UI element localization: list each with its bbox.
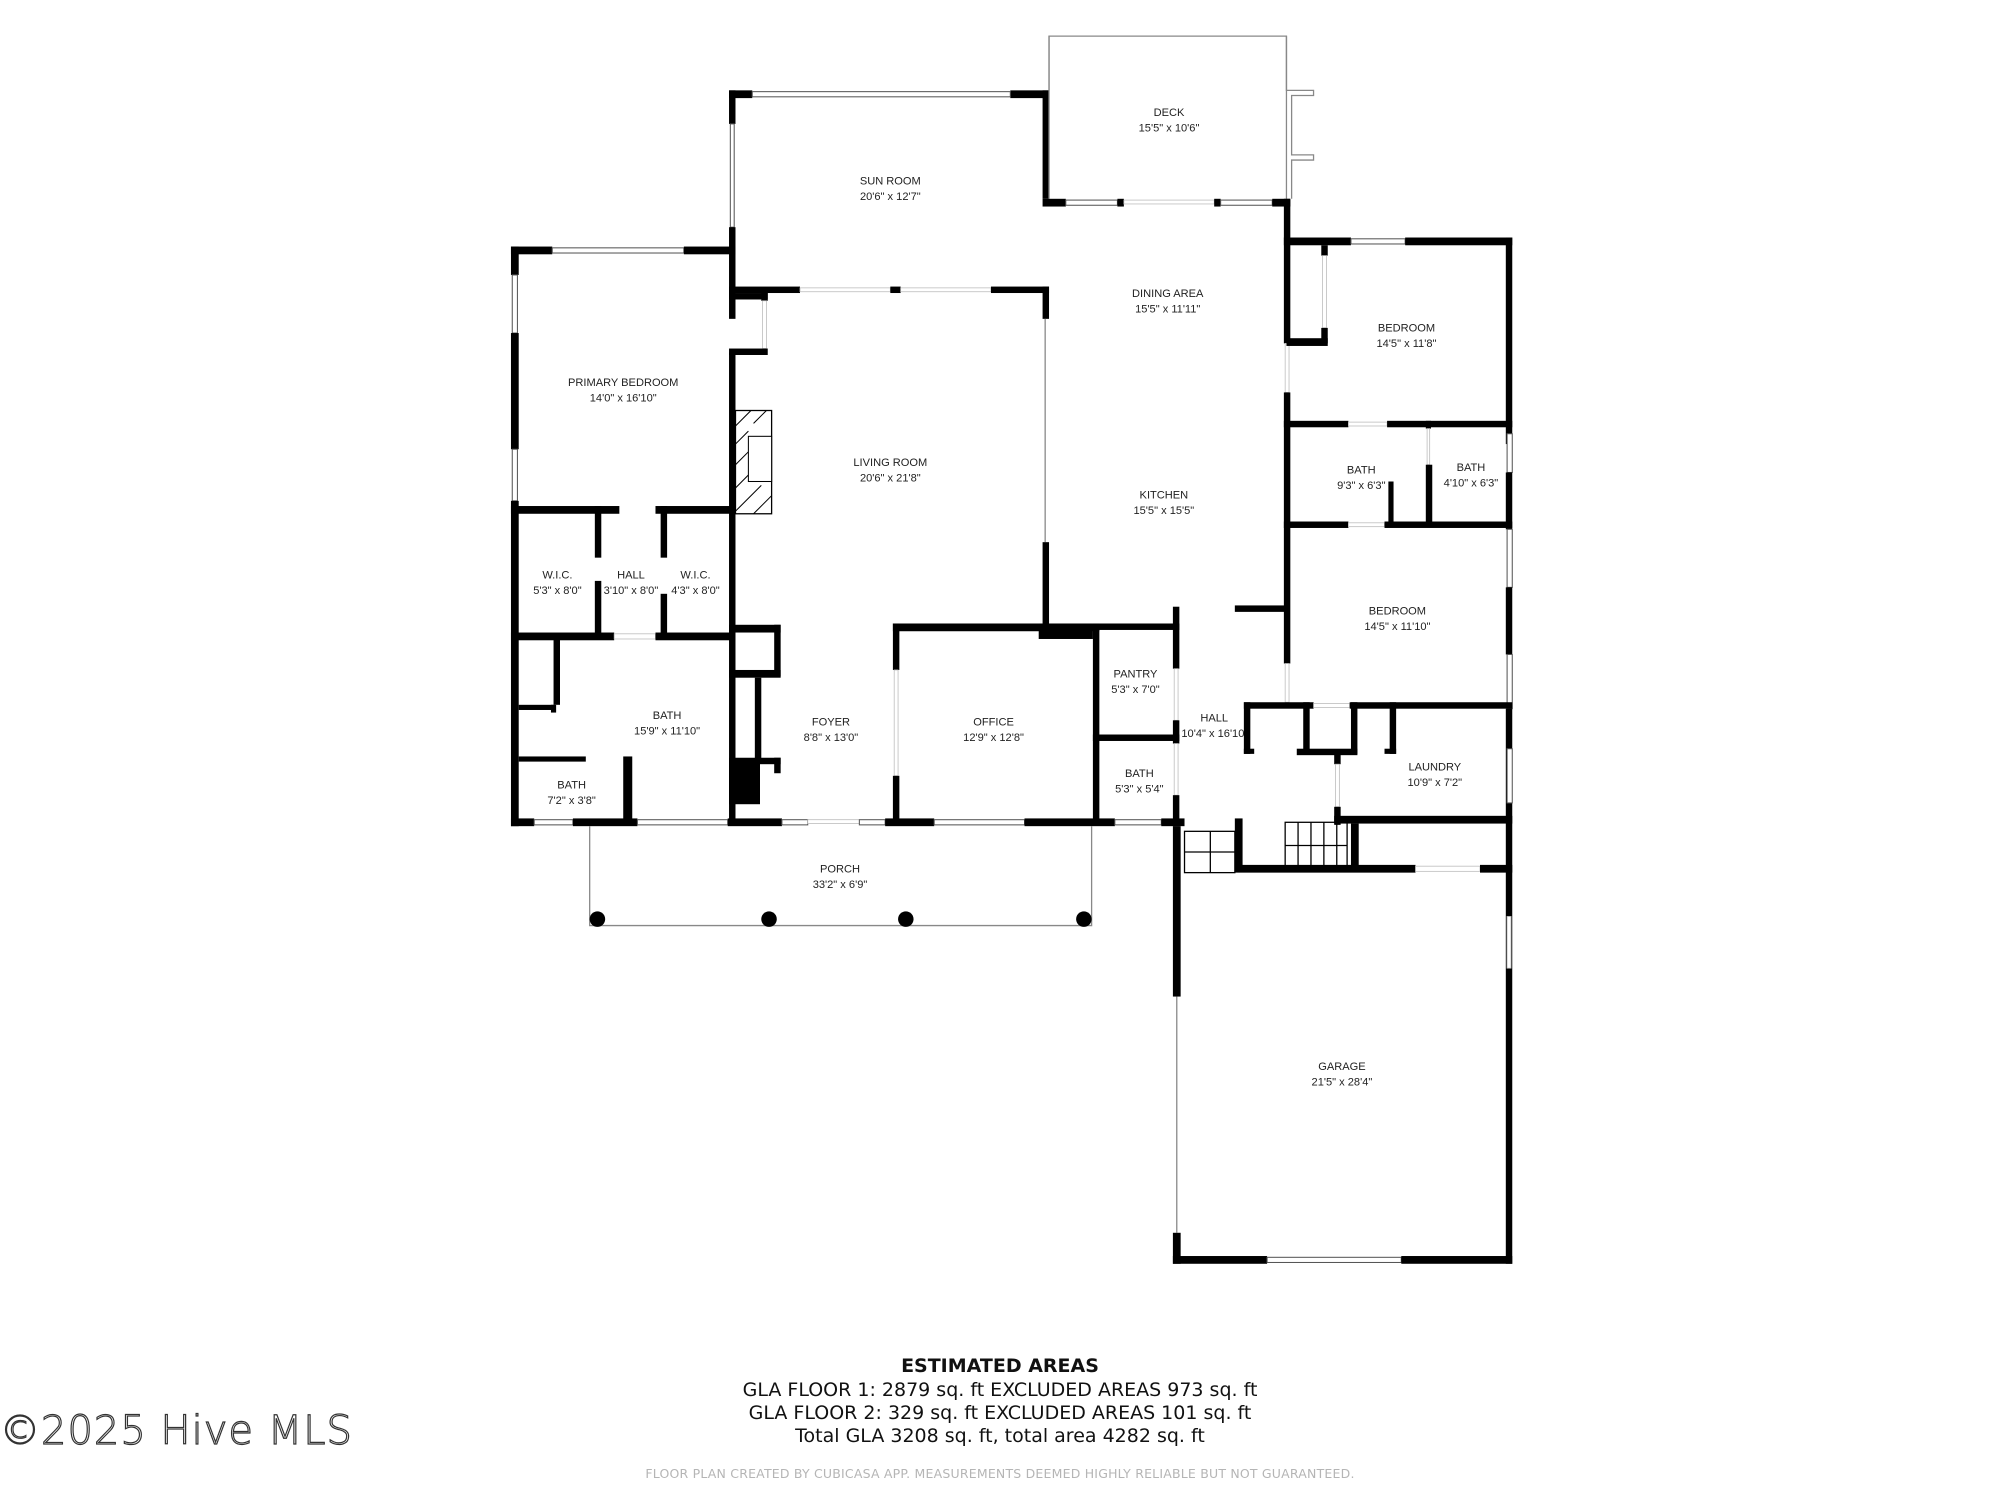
dim-primary-bedroom: 14'0" x 16'10" bbox=[590, 392, 657, 404]
dim-sun-room: 20'6" x 12'7" bbox=[860, 191, 921, 203]
label-deck: DECK bbox=[1154, 107, 1185, 119]
label-wic-1: W.I.C. bbox=[542, 569, 572, 581]
label-primary-bath: BATH bbox=[653, 710, 682, 722]
dim-dining-area: 15'5" x 11'11" bbox=[1135, 303, 1200, 315]
dim-garage: 21'5" x 28'4" bbox=[1312, 1077, 1373, 1089]
dim-office: 12'9" x 12'8" bbox=[963, 732, 1024, 744]
gla-floor-1: GLA FLOOR 1: 2879 sq. ft EXCLUDED AREAS … bbox=[742, 1379, 1258, 1401]
label-office: OFFICE bbox=[973, 716, 1014, 728]
label-bath-c: BATH bbox=[1125, 768, 1154, 780]
dim-pantry: 5'3" x 7'0" bbox=[1111, 684, 1159, 696]
dim-living-room: 20'6" x 21'8" bbox=[860, 472, 921, 484]
label-porch: PORCH bbox=[820, 864, 860, 876]
label-hall-2: HALL bbox=[1200, 713, 1228, 725]
dim-hall-2: 10'4" x 16'10 bbox=[1181, 728, 1244, 740]
label-bedroom-1: BEDROOM bbox=[1378, 323, 1435, 335]
label-bedroom-2: BEDROOM bbox=[1369, 605, 1426, 617]
dim-bedroom-1: 14'5" x 11'8" bbox=[1376, 338, 1436, 350]
walls bbox=[510, 35, 1513, 1264]
dim-deck: 15'5" x 10'6" bbox=[1139, 123, 1200, 135]
dim-wic-1: 5'3" x 8'0" bbox=[533, 585, 581, 597]
dim-hall-1: 3'10" x 8'0" bbox=[604, 585, 659, 597]
dim-bath-c: 5'3" x 5'4" bbox=[1115, 784, 1163, 796]
dim-porch: 33'2" x 6'9" bbox=[813, 879, 868, 891]
dim-small-bath: 7'2" x 3'8" bbox=[547, 795, 595, 807]
label-garage: GARAGE bbox=[1318, 1061, 1365, 1073]
label-small-bath: BATH bbox=[557, 780, 586, 792]
watermark: ©2025 Hive MLS bbox=[0, 1407, 353, 1454]
label-hall-1: HALL bbox=[617, 569, 645, 581]
dim-laundry: 10'9" x 7'2" bbox=[1408, 777, 1463, 789]
label-kitchen: KITCHEN bbox=[1140, 489, 1189, 501]
dim-bath-b: 4'10" x 6'3" bbox=[1444, 478, 1499, 490]
room-labels: SUN ROOM 20'6" x 12'7" DECK 15'5" x 10'6… bbox=[533, 107, 1498, 1088]
dim-kitchen: 15'5" x 15'5" bbox=[1133, 505, 1194, 517]
dim-wic-2: 4'3" x 8'0" bbox=[671, 585, 719, 597]
dim-bedroom-2: 14'5" x 11'10" bbox=[1364, 621, 1430, 633]
total-gla: Total GLA 3208 sq. ft, total area 4282 s… bbox=[795, 1425, 1205, 1447]
dim-primary-bath: 15'9" x 11'10" bbox=[634, 726, 700, 738]
label-foyer: FOYER bbox=[812, 716, 850, 728]
label-bath-a: BATH bbox=[1347, 465, 1376, 477]
dim-foyer: 8'8" x 13'0" bbox=[804, 732, 859, 744]
label-living-room: LIVING ROOM bbox=[853, 457, 927, 469]
label-pantry: PANTRY bbox=[1114, 669, 1159, 681]
label-primary-bedroom: PRIMARY BEDROOM bbox=[568, 377, 678, 389]
dim-bath-a: 9'3" x 6'3" bbox=[1337, 480, 1385, 492]
label-laundry: LAUNDRY bbox=[1408, 762, 1461, 774]
estimated-areas-title: ESTIMATED AREAS bbox=[901, 1355, 1099, 1377]
label-bath-b: BATH bbox=[1457, 462, 1486, 474]
disclaimer: FLOOR PLAN CREATED BY CUBICASA APP. MEAS… bbox=[645, 1466, 1355, 1481]
label-sun-room: SUN ROOM bbox=[860, 176, 921, 188]
gla-floor-2: GLA FLOOR 2: 329 sq. ft EXCLUDED AREAS 1… bbox=[748, 1402, 1252, 1424]
label-dining-area: DINING AREA bbox=[1132, 288, 1204, 300]
label-wic-2: W.I.C. bbox=[680, 569, 710, 581]
